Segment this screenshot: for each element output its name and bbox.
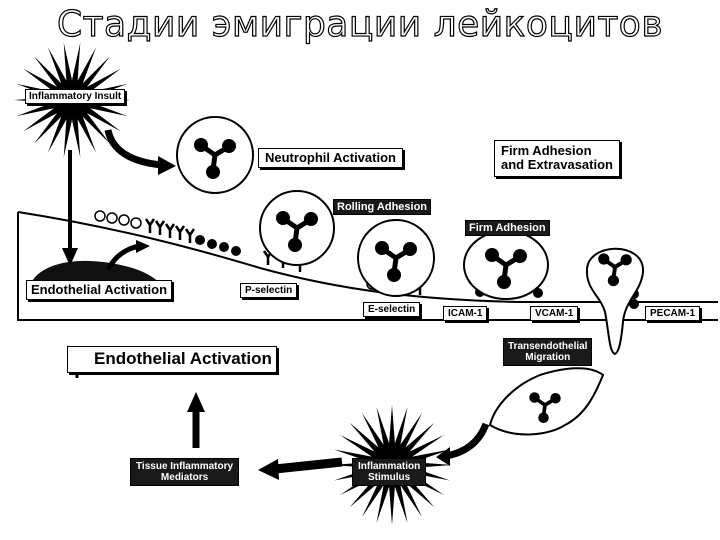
firm-adhesion-extravasation-line-1: Firm Adhesion xyxy=(501,143,592,158)
vessel-lumen-line xyxy=(17,211,718,303)
receptor-open xyxy=(118,214,130,226)
return-arrow xyxy=(445,422,490,460)
inflammation-stimulus-line-1: Inflammation xyxy=(358,461,421,472)
transendothelial-migration-label: Transendothelial Migration xyxy=(503,338,593,366)
insult-down-arrow-head xyxy=(62,248,78,266)
p-selectin-label: P-selectin xyxy=(240,283,298,298)
transendothelial-line-2: Migration xyxy=(525,352,571,363)
firm-adhesion-extravasation-line-2: and Extravasation xyxy=(501,157,613,173)
receptor-adhesion xyxy=(207,239,217,249)
neutrophil-firm-1 xyxy=(357,219,435,297)
receptor-open xyxy=(130,217,142,229)
tissue-mediators-line-2: Mediators xyxy=(160,472,209,483)
mediators-up-arrow-head xyxy=(187,392,205,412)
e-selectin-label: E-selectin xyxy=(363,302,421,317)
neutrophil-firm-2 xyxy=(463,230,549,300)
tissue-mediators-line-1: Tissue Inflammatory xyxy=(136,461,234,472)
receptor-adhesion xyxy=(629,299,639,309)
firm-adhesion-extravasation-label: Firm Adhesion and Extravasation xyxy=(494,140,620,177)
vcam-label: VCAM-1 xyxy=(530,306,579,321)
stimulus-to-mediators-head xyxy=(258,459,279,480)
rolling-adhesion-label: Rolling Adhesion xyxy=(333,199,432,216)
stimulus-to-mediators-arrow xyxy=(274,457,343,474)
tissue-mediators-label: Tissue Inflammatory Mediators xyxy=(130,458,240,486)
slide-title: Стадии эмиграции лейкоцитов xyxy=(56,3,664,45)
receptor-selectin xyxy=(164,223,176,238)
receptor-adhesion xyxy=(231,246,241,256)
inflammation-stimulus-line-2: Stimulus xyxy=(368,472,411,483)
receptor-selectin xyxy=(174,225,186,240)
receptor-selectin xyxy=(154,220,166,235)
inflammatory-insult-label: Inflammatory Insult xyxy=(25,89,126,104)
neutrophil-activated xyxy=(176,116,254,194)
insult-to-neutrophil-head xyxy=(158,156,176,175)
neutrophil-activation-label: Neutrophil Activation xyxy=(258,148,403,169)
neutrophil-rolling xyxy=(259,190,335,266)
receptor-adhesion xyxy=(219,242,229,252)
return-arrow-head xyxy=(436,447,450,466)
receptor-adhesion xyxy=(195,235,205,245)
receptor-selectin xyxy=(184,228,196,243)
pecam-label: PECAM-1 xyxy=(645,306,701,321)
receptor-open xyxy=(106,212,118,224)
endothelial-activation-label: Endothelial Activation xyxy=(26,280,173,301)
neutrophil-in-tissue xyxy=(488,367,605,436)
endothelial-activation-big-label: Endothelial Activation xyxy=(67,346,277,373)
receptor-adhesion xyxy=(533,288,543,298)
receptor-open xyxy=(94,210,106,222)
transendothelial-line-1: Transendothelial xyxy=(508,341,588,352)
mound-up-arrow-head xyxy=(136,240,150,253)
insult-to-neutrophil-arrow xyxy=(104,129,163,169)
neutrophil-migrating xyxy=(585,247,645,356)
receptor-selectin xyxy=(144,218,156,233)
icam-label: ICAM-1 xyxy=(443,306,488,321)
inflammation-stimulus-label: Inflammation Stimulus xyxy=(352,458,427,486)
firm-adhesion-label: Firm Adhesion xyxy=(465,220,550,237)
